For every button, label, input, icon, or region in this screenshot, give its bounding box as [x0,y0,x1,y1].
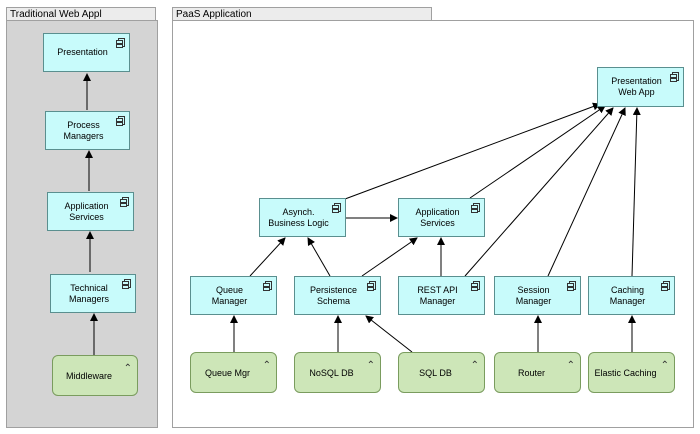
component-icon [471,281,480,291]
presentation-label: Presentation [57,47,108,57]
sql-db-label: SQL DB [419,367,452,378]
technical-managers-component[interactable]: Technical Managers [50,274,136,313]
elastic-caching-label: Elastic Caching [594,367,657,378]
nosql-db-label: NoSQL DB [309,367,354,378]
edge-caching-to-webapp [631,107,641,277]
component-icon [122,279,131,289]
traditional-group-tab: Traditional Web Appl [6,7,156,20]
traditional-group-title: Traditional Web Appl [10,9,102,20]
queue-mgr-node[interactable]: Queue Mgr ⌃ [190,352,277,393]
rest-api-manager-component[interactable]: REST API Manager [398,276,485,315]
application-services-right-component[interactable]: Application Services [398,198,485,237]
component-icon [116,38,125,48]
queue-manager-component[interactable]: Queue Manager [190,276,277,315]
node-icon: ⌃ [123,363,132,374]
async-business-logic-component[interactable]: Asynch. Business Logic [259,198,346,237]
queue-mgr-label: Queue Mgr [204,367,251,378]
node-icon: ⌃ [566,360,575,371]
session-manager-label: Session Manager [515,284,552,306]
edge-appservices-to-webapp [469,105,606,199]
rest-api-manager-label: REST API Manager [417,284,458,306]
component-icon [263,281,272,291]
edge-persistence-to-async [307,237,331,277]
persistence-schema-label: Persistence Schema [309,284,358,306]
middleware-node[interactable]: Middleware ⌃ [52,355,138,396]
technical-managers-label: Technical Managers [68,282,110,304]
edge-async-to-webapp [344,102,601,200]
node-icon: ⌃ [366,360,375,371]
sql-db-node[interactable]: SQL DB ⌃ [398,352,485,393]
component-icon [116,116,125,126]
presentation-web-app-component[interactable]: Presentation Web App [597,67,684,107]
edge-queue-to-async [249,237,286,277]
presentation-component[interactable]: Presentation [43,33,130,72]
edge-sql-to-persistence [365,315,413,353]
paas-group-title: PaaS Application [176,9,252,20]
node-icon: ⌃ [262,360,271,371]
node-icon: ⌃ [660,360,669,371]
edge-persistence-to-appservices [361,237,418,277]
queue-manager-label: Queue Manager [211,284,248,306]
middleware-label: Middleware [65,370,113,381]
paas-group-tab: PaaS Application [172,7,432,20]
edge-rest-to-webapp [464,107,614,277]
component-icon [120,197,129,207]
process-managers-component[interactable]: Process Managers [45,111,130,150]
component-icon [670,72,679,82]
edge-session-to-webapp [547,107,626,277]
persistence-schema-component[interactable]: Persistence Schema [294,276,381,315]
nosql-db-node[interactable]: NoSQL DB ⌃ [294,352,381,393]
router-node[interactable]: Router ⌃ [494,352,581,393]
component-icon [332,203,341,213]
caching-manager-label: Caching Manager [609,284,646,306]
component-icon [661,281,670,291]
caching-manager-component[interactable]: Caching Manager [588,276,675,315]
process-managers-label: Process Managers [63,119,104,141]
component-icon [471,203,480,213]
presentation-web-app-label: Presentation Web App [611,76,662,97]
application-services-right-label: Application Services [415,206,460,228]
application-services-left-label: Application Services [64,200,109,222]
elastic-caching-node[interactable]: Elastic Caching ⌃ [588,352,675,393]
session-manager-component[interactable]: Session Manager [494,276,581,315]
router-label: Router [517,367,545,378]
application-services-left-component[interactable]: Application Services [47,192,134,231]
node-icon: ⌃ [470,360,479,371]
async-business-logic-label: Asynch. Business Logic [268,206,329,228]
component-icon [367,281,376,291]
component-icon [567,281,576,291]
